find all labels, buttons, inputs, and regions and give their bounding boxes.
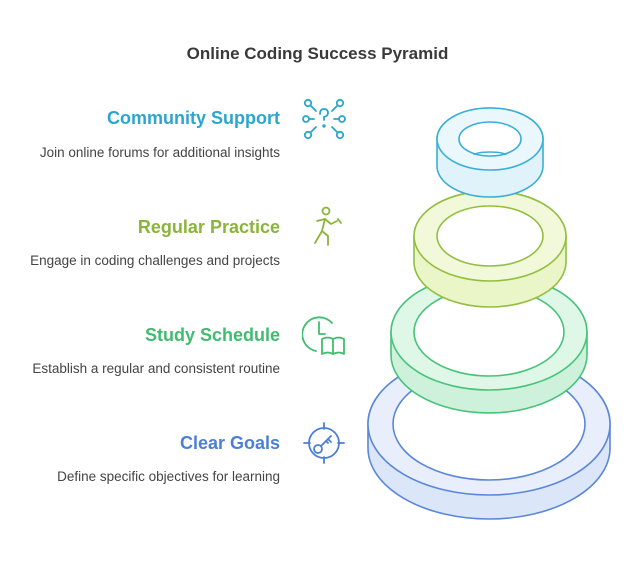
- level-description-clear-goals: Define specific objectives for learning: [57, 469, 280, 484]
- diagram-title: Online Coding Success Pyramid: [186, 44, 449, 63]
- ring-community-support: [436, 107, 544, 198]
- level-heading-clear-goals: Clear Goals: [179, 433, 280, 453]
- network-question-icon: [302, 97, 346, 141]
- level-description-study-schedule: Establish a regular and consistent routi…: [32, 361, 280, 376]
- level-heading-study-schedule: Study Schedule: [144, 325, 280, 345]
- ring-study-schedule: [390, 273, 588, 414]
- level-description-community-support: Join online forums for additional insigh…: [39, 145, 280, 160]
- clock-book-icon: [301, 313, 346, 357]
- level-heading-regular-practice: Regular Practice: [137, 217, 280, 237]
- target-key-icon: [302, 421, 346, 465]
- person-exercise-icon: [302, 205, 346, 249]
- level-description-regular-practice: Engage in coding challenges and projects: [30, 253, 280, 268]
- ring-regular-practice: [413, 190, 567, 308]
- level-heading-community-support: Community Support: [107, 108, 280, 128]
